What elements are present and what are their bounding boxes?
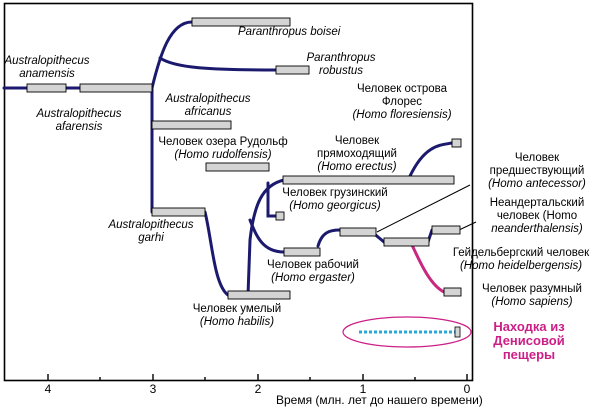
edge-habilis-ergaster [248,218,286,254]
edge-neanderthal-pointer [458,221,477,231]
edge-afarensis-robustus [158,56,278,72]
bar-antecessor [339,227,377,237]
axis-tick-label: 4 [44,382,52,396]
denisova-outline [342,316,472,348]
edge-heidelbergensis-sapiens [410,243,446,294]
bar-anamensis [26,83,67,93]
bar-garhi [151,207,206,217]
label-heidelbergensis: Гейдельбергский человек(Homo heidelberge… [452,247,590,272]
bar-africanus [151,120,232,130]
denisova-bar [454,326,461,338]
edge-erectus-floresiensis [408,141,454,178]
edge-garhi-habilis [203,210,230,297]
axis-tick-label: 3 [149,382,157,396]
bar-sapiens [443,287,462,297]
label-habilis: Человек умелый(Homo habilis) [192,303,282,328]
axis-tick-label: 0 [463,382,471,396]
bar-rudolfensis [205,162,270,172]
bar-afarensis [79,83,153,93]
label-boisei: Paranthropus boisei [238,26,341,38]
label-rudolfensis: Человек озера Рудольф(Homo rudolfensis) [158,136,288,161]
bar-heidelbergensis [383,237,430,247]
axis-tick-label: 2 [254,382,262,396]
bar-robustus [275,65,310,75]
label-sapiens: Человек разумный(Homo sapiens) [482,283,582,308]
bar-georgicus [275,211,285,221]
axis-title: Время (млн. лет до нашего времени) [276,393,483,407]
axis-tick-label: 1 [359,382,367,396]
bar-boisei [191,17,291,27]
edge-ergaster-antecessor [316,228,342,248]
plot-frame [3,2,474,382]
edge-antecessor-pointer [376,184,471,233]
bar-floresiensis [451,138,462,148]
edge-erectus-georgicus [266,181,278,218]
label-ergaster: Человек рабочий(Homo ergaster) [267,259,359,284]
axis-ticks [47,374,468,380]
bar-ergaster [283,247,321,257]
edge-afarensis-boisei [150,20,194,90]
bar-neanderthalensis [431,225,461,235]
bar-erectus [282,175,455,185]
bar-habilis [227,290,291,300]
edge-habilis-erectus [246,178,286,297]
label-georgicus: Человек грузинский(Homo georgicus) [282,187,388,212]
